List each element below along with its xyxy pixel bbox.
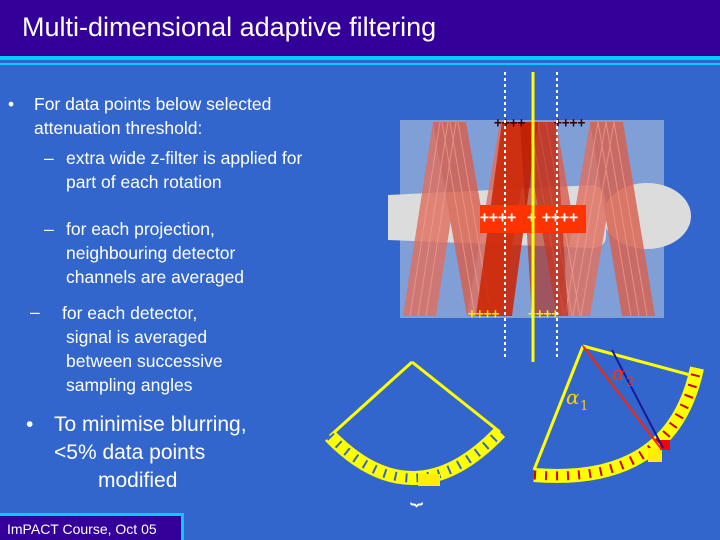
dash-marker: – xyxy=(30,302,40,322)
svg-text:++++: ++++ xyxy=(480,208,516,226)
bullet-2-line-3: modified xyxy=(98,469,178,492)
sample-markers: ++++ + ++++ xyxy=(480,208,578,226)
title-bar xyxy=(0,0,720,56)
sub-1-line-1: extra wide z-filter is applied for xyxy=(66,148,303,168)
bullet-marker: • xyxy=(8,94,15,114)
svg-text:++++: ++++ xyxy=(468,307,499,322)
sub-2-line-1: for each projection, xyxy=(66,219,215,239)
sample-markers: ++++ ++++ xyxy=(494,116,585,131)
fan-beam-left xyxy=(324,360,506,486)
bullet-2-line-1: To minimise blurring, xyxy=(54,413,247,436)
sub-2-line-3: channels are averaged xyxy=(66,267,245,287)
slide-title: Multi-dimensional adaptive filtering xyxy=(22,12,437,42)
bullet-marker: • xyxy=(26,413,34,436)
alpha-1-symbol: α xyxy=(566,385,580,409)
sub-2-line-2: neighbouring detector xyxy=(66,243,236,263)
bullet-2-line-2: <5% data points xyxy=(54,441,206,464)
title-underline xyxy=(0,56,720,60)
svg-text:++++: ++++ xyxy=(494,116,525,131)
alpha-2-subscript: 2 xyxy=(626,375,634,390)
sub-3-line-4: sampling angles xyxy=(66,375,193,395)
bullet-1-line-2: attenuation threshold: xyxy=(34,118,203,138)
footer-label: ImPACT Course, Oct 05 xyxy=(7,521,157,537)
dash-marker: – xyxy=(44,219,54,239)
fan-beam-right xyxy=(532,344,704,483)
dash-marker: – xyxy=(44,148,54,168)
sub-3-line-2: signal is averaged xyxy=(66,327,208,347)
footer-bar: ImPACT Course, Oct 05 xyxy=(0,513,184,540)
bullet-1-line-1: For data points below selected xyxy=(34,94,272,114)
svg-text:++++: ++++ xyxy=(554,116,585,131)
averaging-brace: ⏟ xyxy=(410,481,423,507)
sample-markers: ++++ ++++ xyxy=(468,307,559,322)
alpha-1-subscript: 1 xyxy=(580,399,588,414)
svg-text:++++: ++++ xyxy=(528,307,559,322)
sub-3-line-3: between successive xyxy=(66,351,223,371)
alpha-2-symbol: α xyxy=(612,361,626,385)
sub-1-line-2: part of each rotation xyxy=(66,172,222,192)
sub-3-line-1: for each detector, xyxy=(62,303,198,323)
title-underline-thin xyxy=(0,63,720,65)
svg-text:++++: ++++ xyxy=(542,208,578,226)
